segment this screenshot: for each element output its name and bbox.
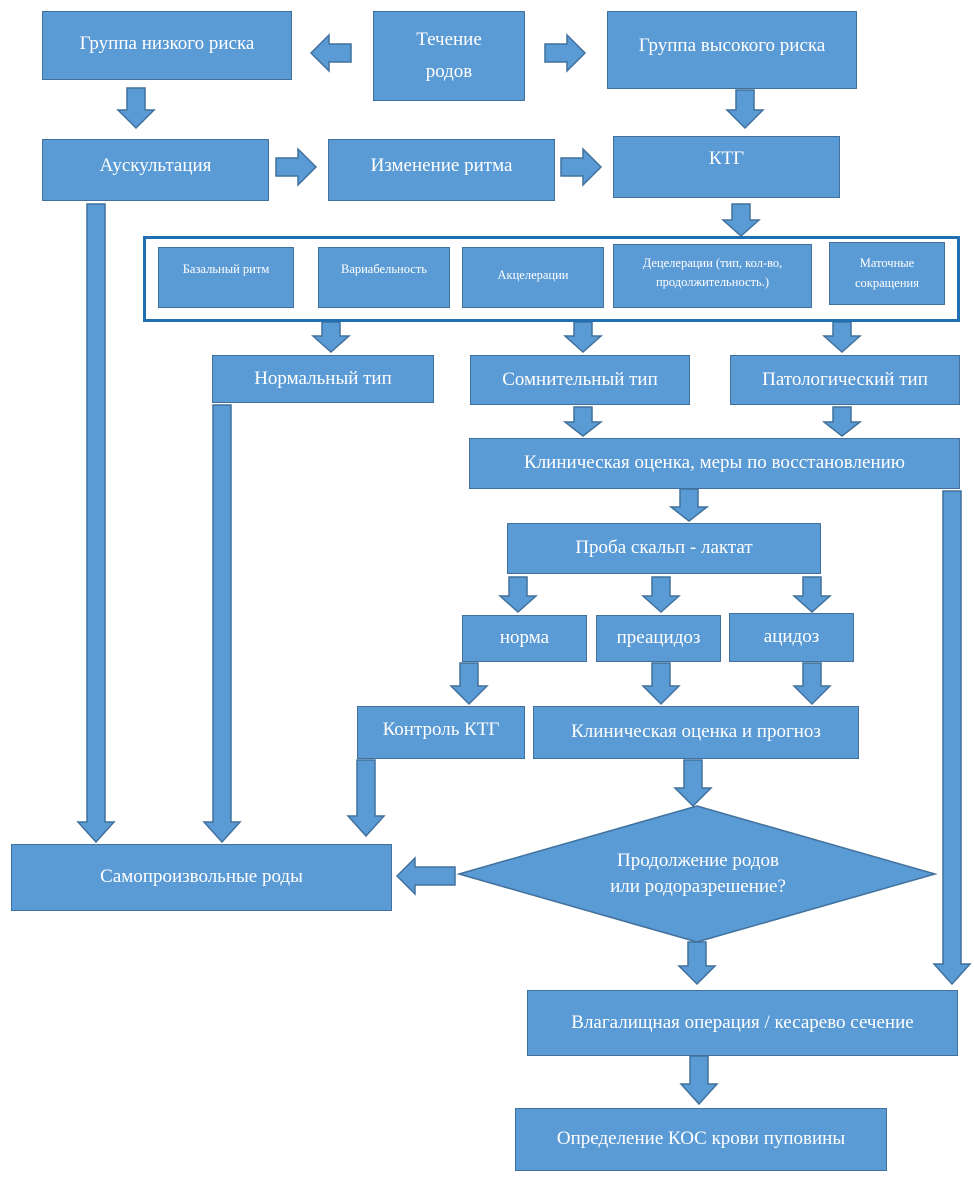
node-cord-blood-analysis: Определение КОС крови пуповины xyxy=(515,1108,887,1171)
node-norm: норма xyxy=(462,615,587,662)
param-decelerations: Децелерации (тип, кол-во, продолжительно… xyxy=(613,244,812,308)
param-accelerations: Акцелерации xyxy=(462,247,604,308)
node-rhythm-change: Изменение ритма xyxy=(328,139,555,201)
arrow-suspicious-to-clinical-eval xyxy=(562,406,604,437)
arrow-high-risk-to-ctg xyxy=(725,89,765,130)
arrow-auscultation-to-rhythm-change xyxy=(275,147,318,187)
arrow-norm-to-ctg-control xyxy=(449,662,489,706)
node-low-risk: Группа низкого риска xyxy=(42,11,292,80)
arrow-clinical-eval-to-operative xyxy=(932,490,972,986)
arrow-to-suspicious-type xyxy=(563,321,603,354)
arrow-clinical-eval-to-scalp-lactate xyxy=(668,488,710,522)
arrow-preacidosis-to-prognosis xyxy=(641,662,681,706)
node-pathological-type: Патологический тип xyxy=(730,355,960,405)
arrow-operative-to-cord-blood xyxy=(679,1055,719,1106)
param-uterine-contractions: Маточные сокращения xyxy=(829,242,945,305)
arrow-acidosis-to-prognosis xyxy=(792,662,832,706)
node-labor: Течение родов xyxy=(373,11,525,101)
arrow-prognosis-to-decision xyxy=(673,759,713,808)
arrow-decision-to-operative xyxy=(677,941,717,986)
node-spontaneous-labor: Самопроизвольные роды xyxy=(11,844,392,911)
arrow-ctg-control-to-spontaneous xyxy=(346,759,386,838)
node-ctg: КТГ xyxy=(613,136,840,198)
arrow-ctg-to-parameters xyxy=(721,203,761,238)
arrow-to-pathological-type xyxy=(822,321,862,354)
arrow-low-risk-to-auscultation xyxy=(116,87,156,130)
node-normal-type: Нормальный тип xyxy=(212,355,434,403)
node-auscultation: Аускультация xyxy=(42,139,269,201)
arrow-normal-to-spontaneous xyxy=(202,404,242,844)
arrow-labor-to-high-risk xyxy=(544,33,587,73)
node-high-risk: Группа высокого риска xyxy=(607,11,857,89)
arrow-decision-to-spontaneous xyxy=(395,856,456,896)
node-ctg-control: Контроль КТГ xyxy=(357,706,525,759)
node-operative-delivery: Влагалищная операция / кесарево сечение xyxy=(527,990,958,1056)
node-clinical-prognosis: Клиническая оценка и прогноз xyxy=(533,706,859,759)
arrow-pathological-to-clinical-eval xyxy=(821,406,863,437)
arrow-auscultation-to-spontaneous xyxy=(76,203,116,844)
arrow-labor-to-low-risk xyxy=(309,33,352,73)
node-scalp-lactate: Проба скальп - лактат xyxy=(507,523,821,574)
param-variability: Вариабельность xyxy=(318,247,450,308)
arrow-to-normal-type xyxy=(311,321,351,354)
ctg-parameters-frame xyxy=(143,236,960,322)
node-preacidosis: преацидоз xyxy=(596,615,721,662)
arrow-to-preacidosis xyxy=(641,576,681,614)
param-basal-rhythm: Базальный ритм xyxy=(158,247,294,308)
arrow-rhythm-change-to-ctg xyxy=(560,147,603,187)
node-suspicious-type: Сомнительный тип xyxy=(470,355,690,405)
node-clinical-evaluation: Клиническая оценка, меры по восстановлен… xyxy=(469,438,960,489)
arrow-to-acidosis xyxy=(792,576,832,614)
decision-diamond xyxy=(456,805,938,943)
node-acidosis: ацидоз xyxy=(729,613,854,662)
arrow-to-norm xyxy=(498,576,538,614)
node-decision-label: Продолжение родов или родоразрешение? xyxy=(610,850,786,897)
